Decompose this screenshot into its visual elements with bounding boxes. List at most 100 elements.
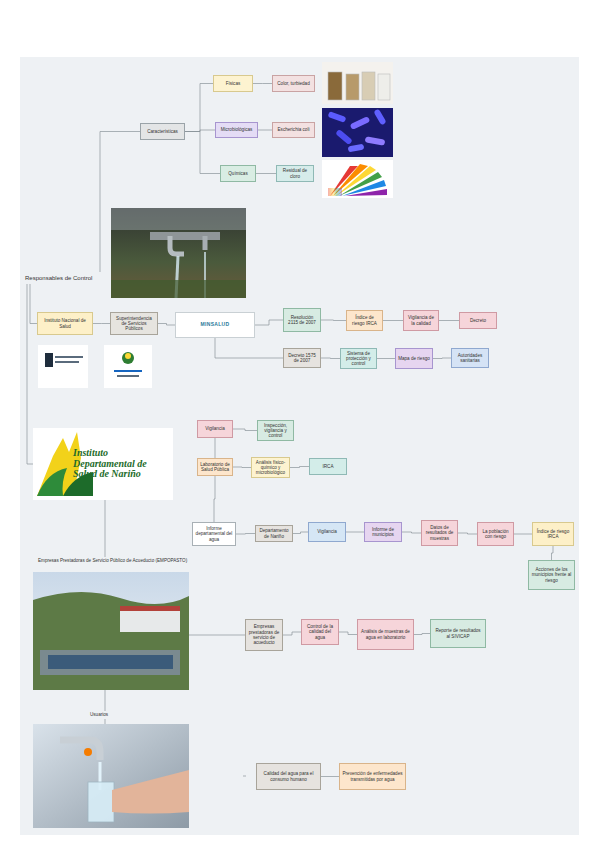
node-text: Empresas prestadoras de servicio de acue… (248, 624, 280, 645)
node-text: Instituto Nacional de Salud (40, 318, 90, 329)
node-text: Escherichia coli (278, 127, 310, 132)
topic-box: Prevención de enfermedades transmitidas … (339, 763, 406, 790)
node-text: Calidad del agua para el consumo humano (259, 771, 318, 782)
connector-line (414, 634, 430, 635)
topic-box: La población con riesgo (477, 522, 514, 546)
node-text: La población con riesgo (480, 529, 511, 540)
node-text: Instituto Departamental de Salud de Nari… (73, 448, 167, 480)
node-text: Prevención de enfermedades transmitidas … (342, 771, 403, 782)
leader-lines (105, 500, 246, 776)
topic-box: Autoridades sanitarias (451, 348, 489, 368)
topic-box: Reporte de resultados al SIVICAP (430, 619, 486, 648)
connector-line (255, 320, 283, 325)
node-text: Superintendencia de Servicios Públicos (113, 316, 155, 332)
connector-line (321, 320, 346, 322)
connector-line (100, 132, 140, 273)
topic-box: Resolución 2115 de 2007 (283, 308, 321, 332)
connector-line (377, 358, 395, 359)
glasses-photo (322, 62, 393, 104)
leader-line (105, 500, 106, 557)
topic-box: Instituto Nacional de Salud (37, 312, 93, 335)
topic-box: Físicas (213, 75, 253, 92)
topic-box: Mapa de riesgo (395, 348, 433, 369)
tap-water-photo (33, 724, 189, 828)
node-text: Reporte de resultados al SIVICAP (433, 628, 483, 639)
photo-label: Usuarios (90, 712, 108, 717)
treatment-plant-photo (0, 572, 189, 690)
node-text: Químicas (228, 171, 247, 176)
node-text: Color, turbiedad (277, 81, 309, 86)
topic-box: Características (140, 123, 185, 140)
node-text: Índice de riesgo IRCA (535, 529, 571, 540)
node-text: IRCA (323, 464, 334, 469)
topic-box: Químicas (220, 165, 256, 182)
connector-line (346, 532, 364, 533)
topic-box: Datos de resultados de muestras (421, 520, 458, 546)
topic-box: Índice de riesgo IRCA (532, 522, 574, 546)
node-text: Informe departamental del agua (195, 526, 233, 542)
node-text: Índice de riesgo IRCA (349, 315, 380, 326)
node-text: Sistema de protección y control (343, 351, 374, 367)
leader-line (105, 690, 106, 711)
topic-box: Residual de cloro (276, 165, 314, 182)
topic-box: Control de la calidad del agua (301, 619, 339, 645)
connector-line (158, 324, 175, 326)
bacteria-photo (322, 108, 393, 157)
node-text: Características (147, 129, 178, 134)
topic-box: Laboratorio de Salud Pública (197, 458, 233, 476)
connector-line (458, 533, 477, 534)
node-text: Informe de municipios (367, 527, 399, 538)
node-text: Inspección, vigilancia y control (260, 423, 291, 439)
connector-line (258, 130, 272, 131)
connector-line (233, 467, 251, 469)
leader-line (189, 635, 245, 636)
topic-box: Acciones de los municipios frente al rie… (528, 560, 575, 590)
root-topic: Responsables de Control (25, 272, 105, 284)
topic-box: Decreto 1575 de 2007 (283, 348, 321, 368)
topic-box: Sistema de protección y control (340, 348, 377, 369)
node-text: Decreto (470, 318, 486, 323)
topic-box: Calidad del agua para el consumo humano (256, 763, 321, 790)
node-text: Departamento de Nariño (258, 528, 290, 539)
connector-line (233, 429, 257, 431)
connector-line (215, 438, 216, 458)
node-text: Mapa de riesgo (398, 356, 430, 361)
node-text: Vigilancia (317, 529, 337, 534)
connector-line (439, 320, 459, 321)
logo-node: MINSALUD (175, 312, 255, 338)
topic-box: Escherichia coli (272, 122, 315, 138)
node-text: Decreto 1575 de 2007 (286, 353, 318, 364)
ph-strips-photo (322, 160, 393, 198)
node-text: Autoridades sanitarias (454, 353, 486, 364)
connector-line (321, 776, 339, 777)
node-text: Físicas (226, 81, 241, 86)
topic-box: Vigilancia de la calidad (403, 310, 439, 331)
connector-line (283, 632, 301, 635)
topic-box: IRCA (309, 458, 347, 475)
connector-line (185, 84, 213, 132)
topic-box: Vigilancia (308, 522, 346, 542)
connector-line (290, 467, 309, 468)
logo-node: Instituto Departamental de Salud de Nari… (33, 428, 173, 500)
connector-line (321, 358, 340, 360)
topic-box: Vigilancia (197, 420, 233, 438)
connector-line (236, 533, 255, 535)
agency-logo (104, 345, 152, 388)
topic-box: Decreto (459, 312, 497, 329)
topic-box: Color, turbiedad (272, 75, 315, 92)
node-text: Residual de cloro (279, 168, 311, 179)
topic-box: Informe departamental del agua (192, 522, 236, 546)
connector-line (383, 320, 403, 321)
background-panel (20, 57, 579, 835)
topic-box: Departamento de Nariño (255, 525, 293, 542)
node-text: Resolución 2115 de 2007 (286, 315, 318, 326)
topic-box: Superintendencia de Servicios Públicos (110, 312, 158, 335)
node-text: Microbiológicas (221, 127, 253, 132)
connector-line (552, 546, 554, 560)
topic-box: Índice de riesgo IRCA (346, 310, 383, 331)
agency-logo (38, 345, 88, 388)
node-text: Acciones de los municipios frente al rie… (531, 567, 572, 583)
topic-box: Microbiológicas (215, 122, 258, 138)
connector-line (514, 534, 532, 535)
